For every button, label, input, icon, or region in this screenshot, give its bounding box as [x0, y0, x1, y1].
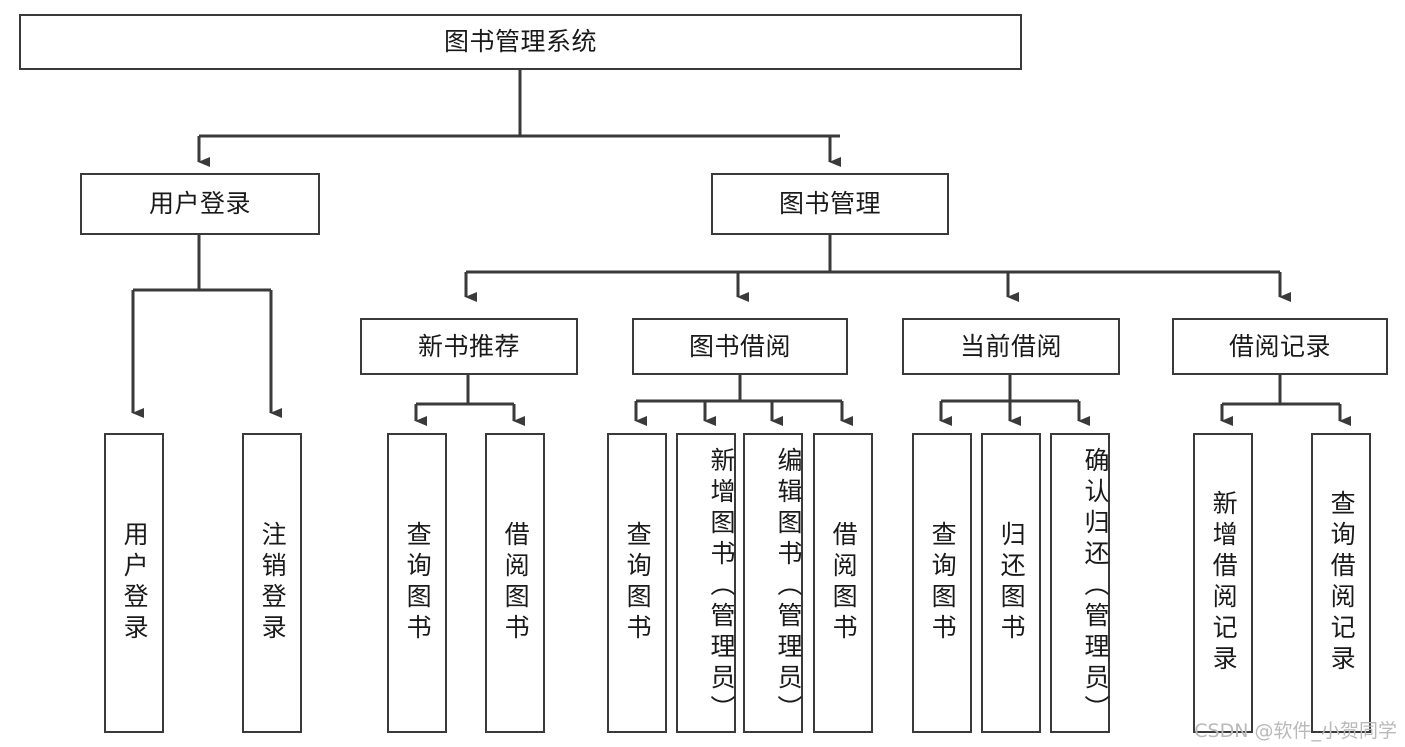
- leaf-edit-book-admin[interactable]: 编辑图书（管理员）: [743, 433, 803, 733]
- leaf-user-login[interactable]: 用户登录: [104, 433, 164, 733]
- node-label: 查询图书: [928, 521, 958, 645]
- node-label: 新书推荐: [417, 331, 520, 361]
- node-current-borrow[interactable]: 当前借阅: [902, 318, 1120, 375]
- node-label: 当前借阅: [959, 331, 1062, 361]
- node-label: 图书管理系统: [443, 27, 597, 57]
- node-label: 编辑图书（管理员）: [774, 446, 803, 726]
- leaf-query-book-borrow[interactable]: 查询图书: [607, 433, 667, 733]
- node-user-login[interactable]: 用户登录: [80, 173, 320, 235]
- leaf-borrow-book[interactable]: 借阅图书: [813, 433, 873, 733]
- node-label: 用户登录: [120, 521, 150, 645]
- node-book-borrow[interactable]: 图书借阅: [632, 318, 848, 375]
- leaf-borrow-book-recommend[interactable]: 借阅图书: [485, 433, 545, 733]
- leaf-return-book[interactable]: 归还图书: [981, 433, 1041, 733]
- node-label: 查询图书: [403, 521, 433, 645]
- node-label: 查询借阅记录: [1327, 490, 1357, 676]
- node-label: 查询图书: [623, 521, 653, 645]
- leaf-add-borrow-record[interactable]: 新增借阅记录: [1193, 433, 1253, 733]
- leaf-logout-login[interactable]: 注销登录: [242, 433, 302, 733]
- node-label: 注销登录: [258, 521, 288, 645]
- node-label: 新增借阅记录: [1209, 490, 1239, 676]
- csdn-watermark: CSDN @软件_小贺同学: [1194, 720, 1397, 742]
- node-label: 借阅图书: [829, 521, 859, 645]
- node-book-management[interactable]: 图书管理: [711, 173, 949, 235]
- node-label: 归还图书: [997, 521, 1027, 645]
- node-label: 借阅图书: [501, 521, 531, 645]
- leaf-add-book-admin[interactable]: 新增图书（管理员）: [676, 433, 736, 733]
- leaf-confirm-return-admin[interactable]: 确认归还（管理员）: [1050, 433, 1110, 733]
- node-label: 用户登录: [148, 189, 251, 219]
- node-label: 新增图书（管理员）: [707, 446, 736, 726]
- node-new-book-recommend[interactable]: 新书推荐: [360, 318, 578, 375]
- leaf-query-book-recommend[interactable]: 查询图书: [387, 433, 447, 733]
- leaf-query-borrow-record[interactable]: 查询借阅记录: [1311, 433, 1371, 733]
- node-label: 图书借阅: [688, 331, 791, 361]
- leaf-query-book-current[interactable]: 查询图书: [912, 433, 972, 733]
- node-label: 借阅记录: [1228, 331, 1331, 361]
- node-root-book-management-system[interactable]: 图书管理系统: [19, 14, 1022, 70]
- node-label: 图书管理: [778, 189, 881, 219]
- node-label: 确认归还（管理员）: [1081, 446, 1110, 726]
- node-borrow-record[interactable]: 借阅记录: [1172, 318, 1388, 375]
